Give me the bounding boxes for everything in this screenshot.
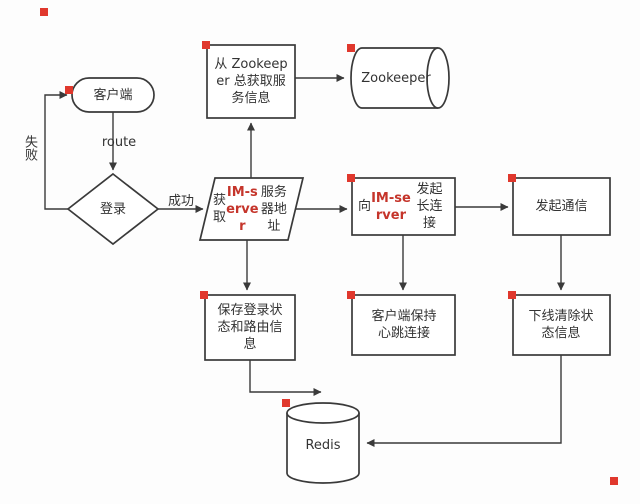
edge-label-route: route [101,135,137,150]
red-marker-handle [202,41,210,49]
red-marker-handle [610,477,618,485]
red-marker-handle [347,291,355,299]
heartbeat-node-shape [351,294,456,356]
zk-info-node-label: 从 Zookeeper 总获取服务信息 [214,57,288,106]
get-address-node-label: 获取 IM-server 服务器地址 [213,180,289,238]
get-address-text-1: 获取 [213,193,227,225]
edge-label-success: 成功 [167,194,194,209]
login-decision-label: 登录 [99,201,126,217]
arrow-save-state-to-redis [249,360,322,396]
client-node-label: 客户端 [93,87,133,103]
red-marker-handle [508,291,516,299]
im-connect-text-2: 发起长连接 [416,182,443,231]
save-state-node-label: 保存登录状态和路由信息 [217,303,283,352]
save-state-node-shape [204,294,296,361]
get-address-text-red: IM-server [226,184,259,234]
arrow-login-fail-to-client [44,91,68,210]
red-marker-handle [508,174,516,182]
redis-node-label: Redis [305,437,341,453]
heartbeat-node-label: 客户端保持心跳连接 [371,309,437,341]
red-marker-handle [282,399,290,407]
client-node-shape [71,77,155,113]
arrow-offline-to-redis [366,355,562,447]
edge-label-fail: 失败 [22,135,37,161]
im-connect-node-shape [351,177,456,236]
redis-cylinder-cap [286,402,360,424]
zookeeper-node-label: Zookeeper [361,70,431,86]
red-marker-handle [200,291,208,299]
red-marker-handle [347,44,355,52]
offline-node-label: 下线清除状态信息 [528,309,594,341]
zookeeper-cylinder-cap [426,47,450,109]
offline-node-shape [512,294,611,356]
zookeeper-cylinder-body [350,47,438,109]
im-connect-text-1: 向 [358,199,372,214]
comm-node-label: 发起通信 [535,199,588,214]
zk-info-node-shape [206,44,296,119]
im-connect-text-red: IM-server [371,190,411,223]
red-marker-handle [347,174,355,182]
get-address-text-2: 服务器地址 [260,184,287,234]
get-address-parallelogram-shape [198,177,305,241]
red-marker-handle [65,86,73,94]
redis-cylinder-body [286,413,360,484]
login-decision-shape [66,172,160,246]
red-marker-handle [40,8,48,16]
comm-node-shape [512,177,611,236]
im-connect-node-label: 向 IM-server 发起长连接 [358,180,448,233]
